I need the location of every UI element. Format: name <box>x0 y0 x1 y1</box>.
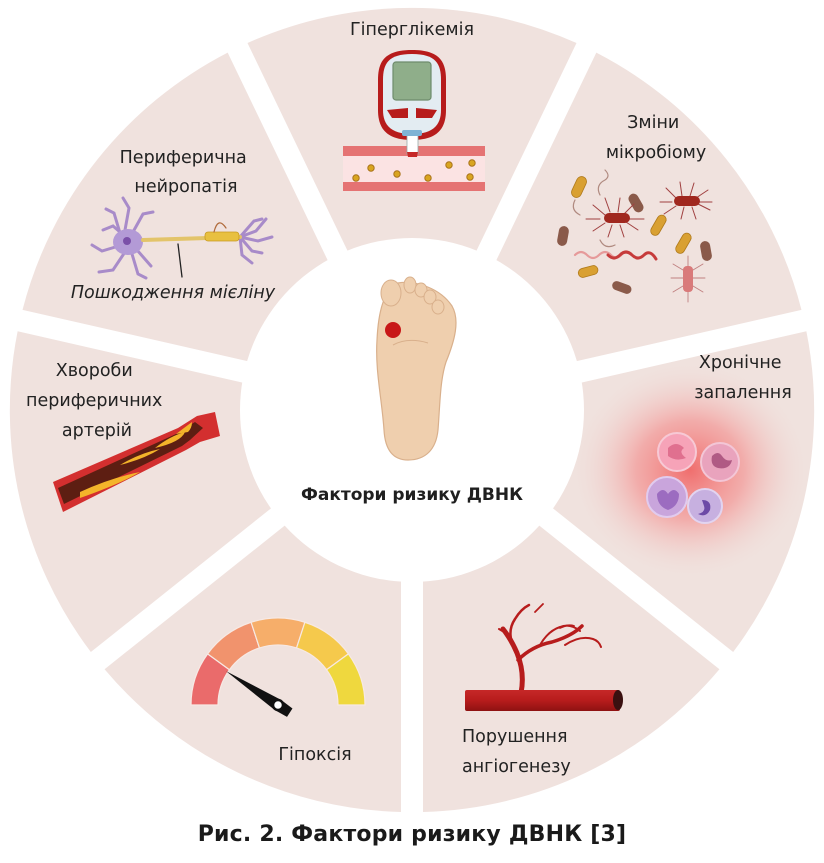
myelin-pointer-line <box>177 243 183 278</box>
gauge-icon <box>190 617 366 717</box>
blood-vessel-branch-icon <box>465 603 623 711</box>
segment-labels: Гіперглікемія Зміни мікробіому Хронічне … <box>26 20 792 777</box>
segment-hypoxia <box>104 512 401 812</box>
label-angiogenesis: Порушення ангіогенезу <box>462 727 573 777</box>
blocked-artery-icon <box>53 412 220 512</box>
inflammation-glow <box>570 360 810 580</box>
gauge-hub <box>271 698 285 712</box>
center-title: Фактори ризику ДВНК <box>301 485 523 505</box>
label-neuropathy: Периферична нейропатія <box>120 148 253 197</box>
label-microbiome: Зміни мікробіому <box>606 113 706 163</box>
foot-ulcer-icon <box>376 276 457 461</box>
glucometer-icon <box>343 50 485 191</box>
segment-neuropathy <box>22 52 338 366</box>
bacteria-icon <box>557 169 713 303</box>
label-pad: Хвороби периферичних артерій <box>26 361 168 441</box>
segment-angiogenesis <box>423 512 720 812</box>
figure-caption: Рис. 2. Фактори ризику ДВНК [3] <box>197 822 627 847</box>
label-inflammation: Хронічне запалення <box>694 353 792 403</box>
segment-pad <box>9 331 288 653</box>
label-hyperglycemia: Гіперглікемія <box>350 20 474 40</box>
neuron-icon <box>90 196 274 280</box>
myelin-damage-annotation: Пошкодження мієліну <box>71 283 276 303</box>
immune-cells-icon <box>646 432 740 524</box>
label-hypoxia: Гіпоксія <box>278 745 351 765</box>
gauge-band <box>325 653 366 706</box>
ulcer <box>385 322 401 338</box>
risk-factors-diagram: Гіперглікемія Зміни мікробіому Хронічне … <box>9 7 815 812</box>
segment-microbiome <box>486 52 802 366</box>
gauge-band <box>250 617 306 649</box>
